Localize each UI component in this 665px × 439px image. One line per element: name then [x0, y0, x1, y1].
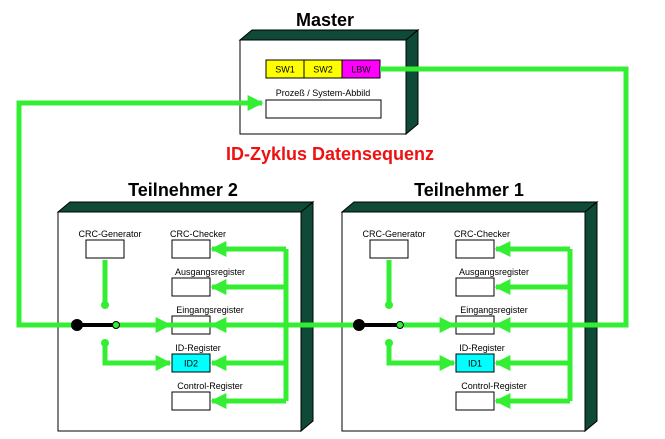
- node2-unit: Teilnehmer 2 CRC-Generator CRC-Checker A…: [56, 180, 315, 433]
- node1-box-top: [340, 201, 599, 213]
- node2-title: Teilnehmer 2: [128, 180, 238, 200]
- node1-switch-pivot: [353, 319, 365, 331]
- node2-id-register-label: ID-Register: [175, 343, 221, 353]
- node2-switch-contact: [112, 321, 120, 329]
- node1-crc-gen-contact: [385, 301, 393, 309]
- node1-crc-checker-label: CRC-Checker: [454, 229, 510, 239]
- sw2-label: SW2: [313, 65, 333, 75]
- node1-id-register-box: [455, 353, 495, 373]
- node2-crc-generator-label: CRC-Generator: [78, 229, 141, 239]
- node1-output-register-box: [455, 277, 495, 297]
- node2-id-contact: [101, 339, 109, 347]
- node1-control-register-box: [455, 391, 495, 411]
- node2-output-register-box: [171, 277, 211, 297]
- master-title: Master: [296, 10, 354, 30]
- master-box: [239, 39, 407, 135]
- process-image-label: Prozeß / System-Abbild: [276, 88, 371, 98]
- node1-id-value: ID1: [468, 359, 482, 369]
- node2-id-value: ID2: [184, 359, 198, 369]
- process-image-box: [265, 99, 382, 119]
- node1-switch: [353, 301, 404, 347]
- diagram-heading: ID-Zyklus Datensequenz: [226, 144, 434, 164]
- node2-box-side: [300, 200, 314, 433]
- node1-crc-checker-box: [455, 239, 495, 259]
- node1-crc-generator-box: [369, 239, 409, 259]
- node2-input-register-label: Eingangsregister: [176, 305, 244, 315]
- node2-to-id-register: [102, 345, 172, 372]
- node1-to-id-register: [386, 345, 456, 372]
- node2-crc-checker-label: CRC-Checker: [170, 229, 226, 239]
- node1-control-register-label: Control-Register: [461, 381, 527, 391]
- node1-unit: Teilnehmer 1 CRC-Generator CRC-Checker A…: [340, 180, 599, 433]
- master-box-top: [238, 29, 420, 41]
- master-unit: Master SW1 SW2 LBW Prozeß / System-Abbil…: [238, 10, 420, 136]
- node2-crc-gen-contact: [101, 301, 109, 309]
- node1-input-register-label: Eingangsregister: [460, 305, 528, 315]
- node2-id-register-box: [171, 353, 211, 373]
- node2-output-register-label: Ausgangsregister: [175, 267, 245, 277]
- node1-output-register-label: Ausgangsregister: [459, 267, 529, 277]
- node2-crc-generator-box: [85, 239, 125, 259]
- data-flow-lines: [16, 66, 629, 410]
- node2-to-master-bus: [16, 94, 264, 328]
- sw1-label: SW1: [275, 65, 295, 75]
- master-box-side: [405, 28, 419, 136]
- node2-crc-checker-box: [171, 239, 211, 259]
- node1-id-register-label: ID-Register: [459, 343, 505, 353]
- node2-box-top: [56, 201, 315, 213]
- lbw-label: LBW: [351, 65, 371, 75]
- node2-switch: [71, 301, 120, 347]
- node2-control-register-label: Control-Register: [177, 381, 243, 391]
- node1-crc-generator-label: CRC-Generator: [362, 229, 425, 239]
- node1-box-side: [584, 200, 598, 433]
- node1-title: Teilnehmer 1: [414, 180, 524, 200]
- node1-id-contact: [385, 339, 393, 347]
- node2-control-register-box: [171, 391, 211, 411]
- node1-switch-contact: [396, 321, 404, 329]
- node2-switch-pivot: [71, 319, 83, 331]
